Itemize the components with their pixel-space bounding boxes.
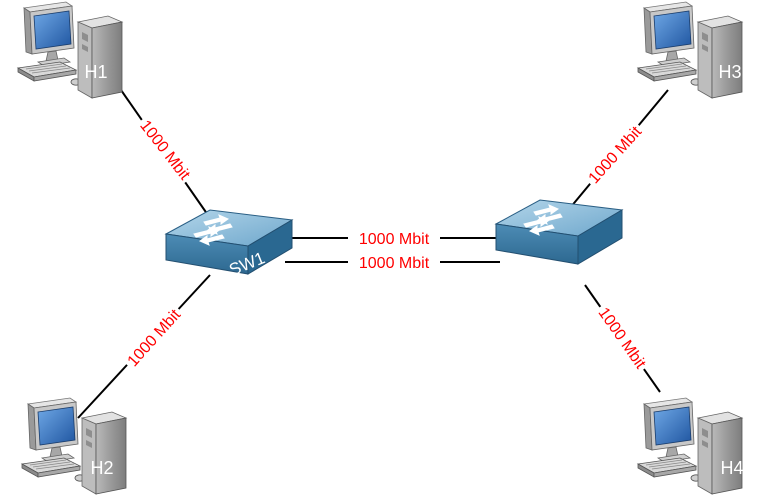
link-label-trunk-1: 1000 Mbit <box>359 231 430 248</box>
link-label-h2-sw1: 1000 Mbit <box>125 306 185 370</box>
host-h3: H3 <box>637 1 743 99</box>
link-label-h1-sw1: 1000 Mbit <box>136 117 193 183</box>
host-h4: H4 <box>637 397 744 495</box>
host-h3-label: H3 <box>718 62 741 82</box>
link-label-h3-sw2: 1000 Mbit <box>586 123 646 187</box>
host-h2-label: H2 <box>90 458 113 478</box>
switch-sw1: SW1 <box>165 209 293 280</box>
link-label-trunk-2: 1000 Mbit <box>359 255 430 272</box>
switch-sw2: SW2 <box>495 199 626 290</box>
switch-sw2-label: SW2 <box>585 253 626 290</box>
host-h4-label: H4 <box>720 458 743 478</box>
host-h1-label: H1 <box>84 62 107 82</box>
link-label-h4-sw2: 1000 Mbit <box>594 305 649 373</box>
host-h2: H2 <box>21 397 127 495</box>
host-h1: H1 <box>17 1 123 99</box>
